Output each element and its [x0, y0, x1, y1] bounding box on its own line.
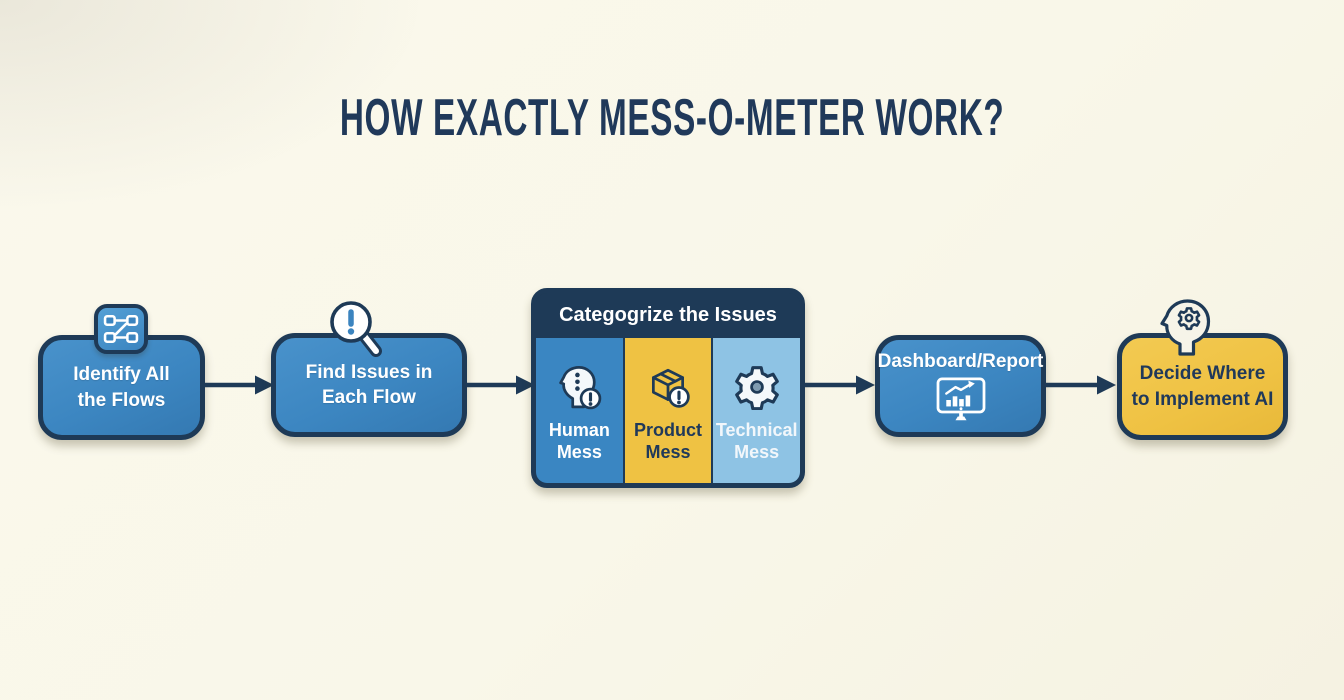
gear-icon — [734, 365, 779, 410]
head-gear-badge — [1155, 293, 1221, 357]
step-label: Identify All the Flows — [73, 364, 170, 411]
step-dashboard-report: Dashboard/Report — [875, 335, 1046, 437]
magnifier-alert-icon — [330, 301, 382, 357]
step-decide-ai: Decide Where to Implement AI — [1117, 333, 1288, 440]
category-product-mess: Product Mess — [622, 338, 712, 483]
head-gear-icon — [1160, 299, 1211, 356]
magnifier-badge — [322, 295, 386, 363]
head-alert-icon — [559, 365, 602, 409]
flow-arrow-2 — [464, 375, 535, 395]
page-title: HOW EXACTLY MESS-O-METER WORK? — [339, 89, 1005, 147]
step-categorize-issues: Categogrize the Issues Human Mess — [531, 288, 805, 488]
box-alert-icon — [652, 368, 690, 408]
category-label: Technical Mess — [715, 419, 798, 463]
page-title-wrap: HOW EXACTLY MESS-O-METER WORK? — [0, 88, 1344, 148]
flow-arrow-1 — [203, 375, 274, 395]
step-label: Dashboard/Report — [877, 350, 1044, 372]
category-human-mess: Human Mess — [536, 338, 623, 483]
workflow-icon — [103, 314, 139, 344]
category-label: Product Mess — [634, 419, 703, 463]
flow-arrow-4 — [1043, 375, 1116, 395]
category-technical-mess: Technical Mess — [711, 338, 800, 483]
step-label: Find Issues in Each Flow — [305, 361, 433, 408]
flow-arrow-3 — [802, 375, 875, 395]
categorize-header: Categogrize the Issues — [536, 293, 800, 338]
step-label: Decide Where to Implement AI — [1131, 363, 1274, 410]
category-label: Human Mess — [548, 419, 610, 463]
workflow-badge — [94, 304, 148, 354]
dashboard-content: Dashboard/Report — [877, 349, 1044, 423]
categorize-columns: Human Mess Product Mess — [536, 338, 800, 483]
monitor-chart-icon — [936, 377, 985, 421]
